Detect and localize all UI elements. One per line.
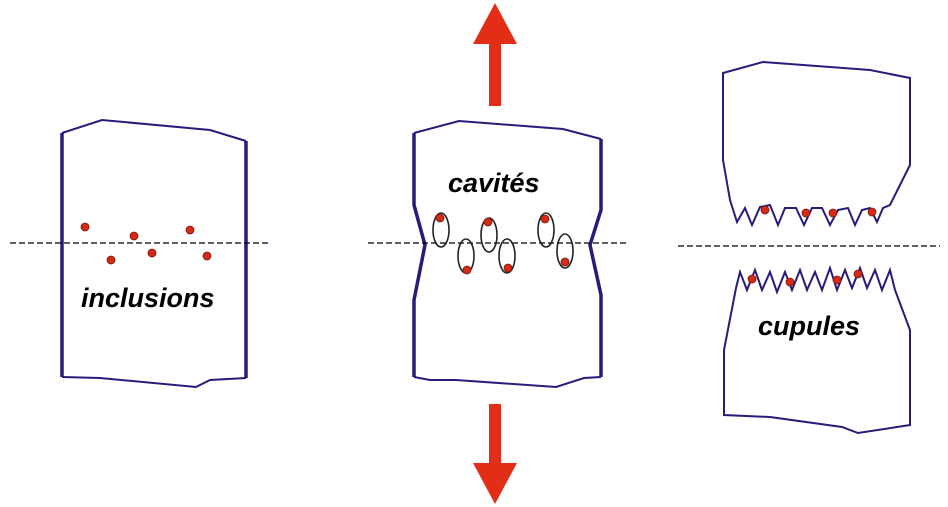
panel-cavites: cavités [368, 3, 628, 504]
inclusion-particles [80, 222, 212, 265]
specimen-edge-left-necked [412, 133, 427, 377]
tensile-arrow-up [473, 3, 517, 106]
panel-cupules: cupules [678, 60, 940, 435]
tensile-arrow-down [473, 404, 517, 504]
specimen-outline-middle [413, 119, 602, 389]
void-cavities [432, 212, 574, 274]
dimple-inclusions-lower [747, 269, 863, 287]
label-cupules: cupules [758, 311, 860, 341]
label-cavites: cavités [448, 168, 540, 198]
panel-inclusions: inclusions [10, 118, 270, 389]
specimen-lower-half [723, 264, 911, 435]
label-inclusions: inclusions [81, 283, 215, 313]
dimple-inclusions-upper [760, 205, 877, 218]
specimen-edge-right-necked [588, 139, 603, 377]
specimen-upper-half [722, 60, 911, 228]
inclusion-particles [435, 213, 570, 275]
